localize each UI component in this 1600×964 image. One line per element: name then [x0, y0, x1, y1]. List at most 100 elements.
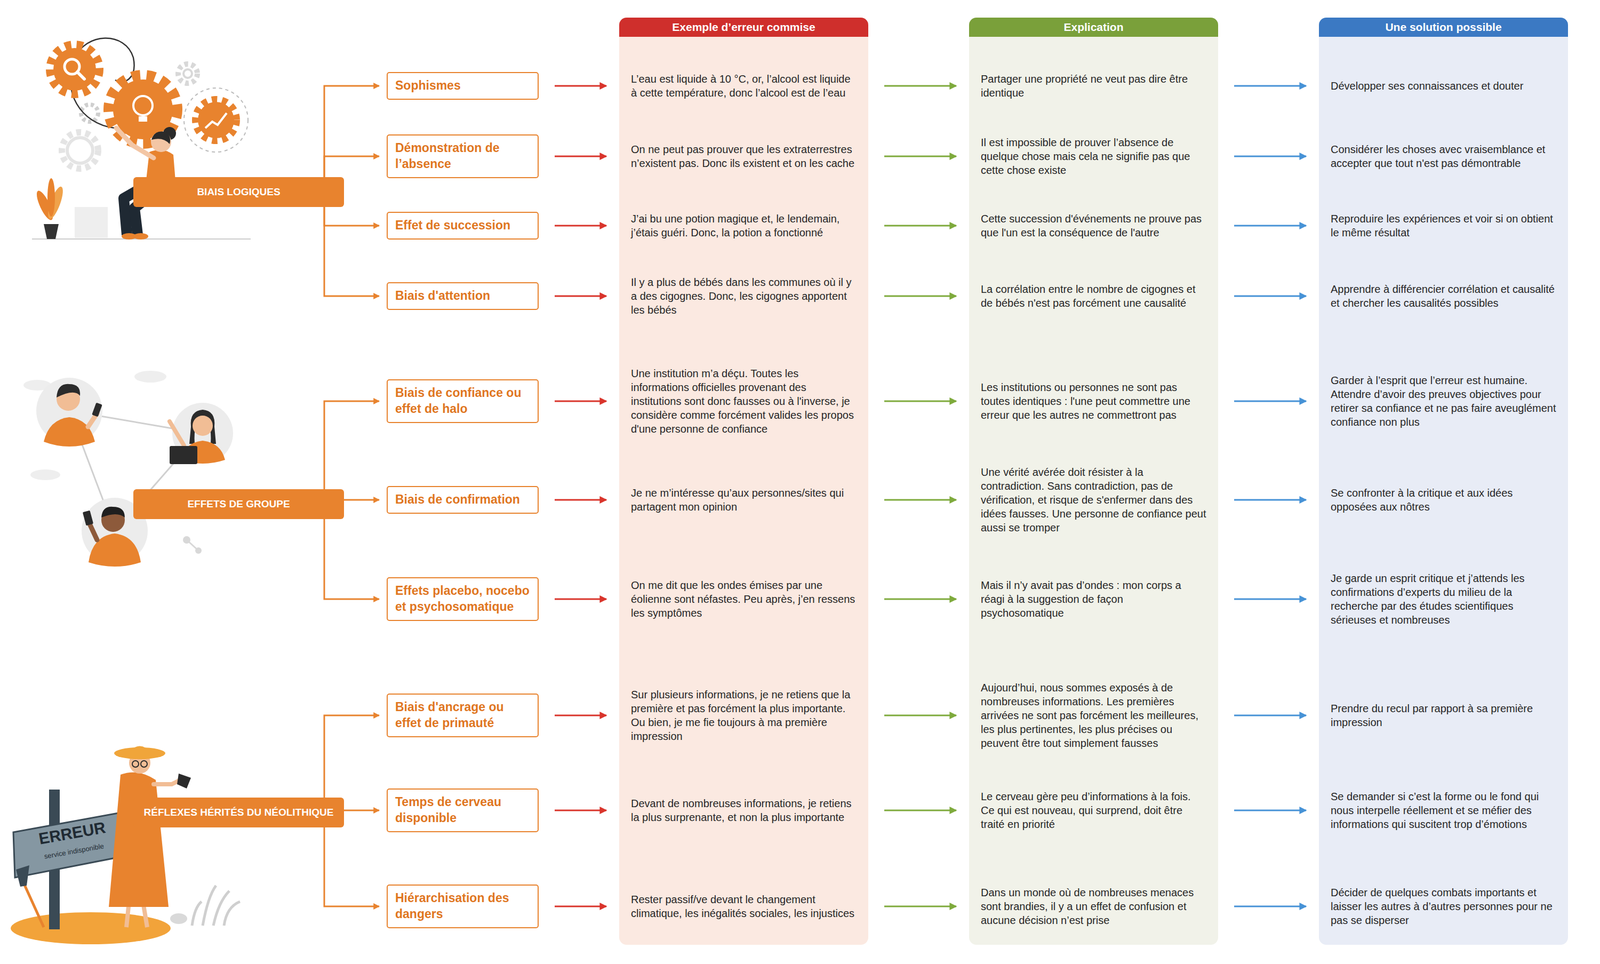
table-cell: J’ai bu une potion magique et, le lendem… — [619, 211, 869, 240]
cell-text: Rester passif/ve devant le changement cl… — [630, 892, 857, 920]
connector-arrow — [554, 905, 607, 908]
connector-arrow — [1234, 400, 1307, 403]
connector-arrow — [554, 84, 607, 87]
connector-arrow — [324, 518, 380, 599]
connector-arrow — [884, 905, 957, 908]
connector-arrow — [554, 598, 607, 600]
column-panel: Exemple d’erreur commiseL’eau est liquid… — [619, 17, 869, 945]
gears-illustration — [43, 224, 59, 239]
cell-text: Une institution m’a déçu. Toutes les inf… — [630, 366, 857, 436]
connector-arrow — [1234, 295, 1307, 298]
cell-text: On me dit que les ondes émises par une é… — [630, 578, 857, 620]
cell-text: Cette succession d'événements ne prouve … — [980, 211, 1207, 240]
cell-text: Sur plusieurs informations, je ne retien… — [630, 687, 857, 743]
table-cell: Rester passif/ve devant le changement cl… — [619, 892, 869, 920]
table-cell: Je garde un esprit critique et j’attends… — [1318, 571, 1568, 627]
table-cell: Considérer les choses avec vraisemblance… — [1318, 142, 1568, 171]
cell-text: Apprendre à différencier corrélation et … — [1330, 282, 1557, 310]
neolithic-illustration — [192, 885, 240, 926]
column-header: Une solution possible — [1318, 17, 1568, 37]
cell-text: Reproduire les expériences et voir si on… — [1330, 211, 1557, 240]
cell-text: Se confronter à la critique et aux idées… — [1330, 485, 1557, 514]
connector-arrow — [884, 598, 957, 600]
table-cell: Partager une propriété ne veut pas dire … — [969, 72, 1219, 100]
group-illustration — [189, 409, 216, 444]
cell-text: Se demander si c’est la forme ou le fond… — [1330, 789, 1557, 831]
column-panel: ExplicationPartager une propriété ne veu… — [969, 17, 1219, 945]
bias-box: Démonstration de l’absence — [386, 134, 539, 179]
category-label: RÉFLEXES HÉRITÉS DU NÉOLITHIQUE — [139, 805, 338, 819]
gears-illustration — [47, 178, 55, 217]
bias-label: Sophismes — [395, 77, 531, 94]
gears-illustration — [67, 137, 93, 164]
connector-arrow — [554, 498, 607, 501]
bias-label: Biais de confirmation — [395, 491, 531, 508]
connector-arrow — [554, 714, 607, 717]
group-illustration — [186, 539, 199, 551]
neolithic-illustration — [22, 880, 44, 927]
cell-text: La corrélation entre le nombre de cigogn… — [980, 282, 1207, 310]
bias-box: Effet de succession — [386, 211, 539, 240]
bias-label: Effets placebo, nocebo et psychosomatiqu… — [395, 582, 531, 615]
gears-illustration — [32, 37, 251, 240]
table-cell: Sur plusieurs informations, je ne retien… — [619, 687, 869, 743]
gears-illustration — [133, 233, 149, 240]
cell-text: On ne peut pas prouver que les extraterr… — [630, 142, 857, 171]
table-cell: Prendre du recul par rapport à sa premiè… — [1318, 701, 1568, 730]
cell-text: Partager une propriété ne veut pas dire … — [980, 72, 1207, 100]
table-cell: On me dit que les ondes émises par une é… — [619, 578, 869, 620]
connector-arrow — [324, 156, 380, 178]
bias-box: Sophismes — [386, 72, 539, 100]
cell-text: Il est impossible de prouver l’absence d… — [980, 135, 1207, 178]
table-cell: L’eau est liquide à 10 °C, or, l’alcool … — [619, 72, 869, 100]
category-label: BIAIS LOGIQUES — [139, 185, 338, 199]
cell-text: Garder à l’esprit que l’erreur est humai… — [1330, 373, 1557, 429]
connector-arrow — [554, 294, 607, 297]
table-cell: Se demander si c’est la forme ou le fond… — [1318, 789, 1568, 831]
bias-label: Hiérarchisation des dangers — [395, 890, 531, 923]
cell-text: Aujourd’hui, nous sommes exposés à de no… — [980, 680, 1207, 750]
connector-arrow — [1234, 499, 1307, 501]
cell-text: L’eau est liquide à 10 °C, or, l’alcool … — [630, 72, 857, 100]
table-cell: Je ne m’intéresse qu’aux personnes/sites… — [619, 485, 869, 514]
neolithic-illustration — [140, 760, 148, 767]
bias-box: Hiérarchisation des dangers — [386, 884, 539, 928]
bias-box: Effets placebo, nocebo et psychosomatiqu… — [386, 577, 539, 621]
cell-text: Prendre du recul par rapport à sa premiè… — [1330, 701, 1557, 730]
connector-arrow — [884, 714, 957, 717]
cell-text: Les institutions ou personnes ne sont pa… — [980, 380, 1207, 422]
gears-illustration — [53, 48, 96, 91]
gears-illustration — [116, 128, 154, 158]
category-box: EFFETS DE GROUPE — [133, 489, 344, 519]
bias-box: Biais d'attention — [386, 282, 539, 310]
group-illustration — [23, 370, 234, 567]
table-cell: Cette succession d'événements ne prouve … — [969, 211, 1219, 240]
column-header: Explication — [969, 17, 1219, 37]
table-cell: Mais il n’y avait pas d’ondes : mon corp… — [969, 578, 1219, 620]
gears-illustration — [113, 79, 173, 140]
bias-box: Biais de confirmation — [386, 485, 539, 514]
group-illustration — [101, 506, 125, 518]
table-cell: Se confronter à la critique et aux idées… — [1318, 485, 1568, 514]
neolithic-illustration — [177, 773, 191, 789]
category-label: EFFETS DE GROUPE — [139, 497, 338, 511]
gears-illustration — [74, 206, 108, 238]
table-cell: Dans un monde où de nombreuses menaces s… — [969, 885, 1219, 927]
gears-illustration — [77, 72, 85, 79]
neolithic-illustration — [170, 913, 188, 924]
cell-text: Considérer les choses avec vraisemblance… — [1330, 142, 1557, 171]
gears-illustration — [61, 132, 99, 169]
connector-arrow — [344, 498, 380, 501]
neolithic-illustration — [10, 746, 240, 945]
connector-arrow — [344, 809, 380, 812]
connector-arrow — [324, 206, 380, 226]
bias-box: Biais de confiance ou effet de halo — [386, 379, 539, 423]
gears-illustration — [150, 131, 172, 152]
connector-arrow — [1234, 905, 1307, 908]
group-illustration — [192, 415, 213, 436]
gears-illustration — [184, 88, 248, 152]
gears-illustration — [50, 44, 100, 94]
bias-box: Biais d'ancrage ou effet de primauté — [386, 693, 539, 738]
table-cell: Il est impossible de prouver l’absence d… — [969, 135, 1219, 178]
table-cell: On ne peut pas prouver que les extraterr… — [619, 142, 869, 171]
